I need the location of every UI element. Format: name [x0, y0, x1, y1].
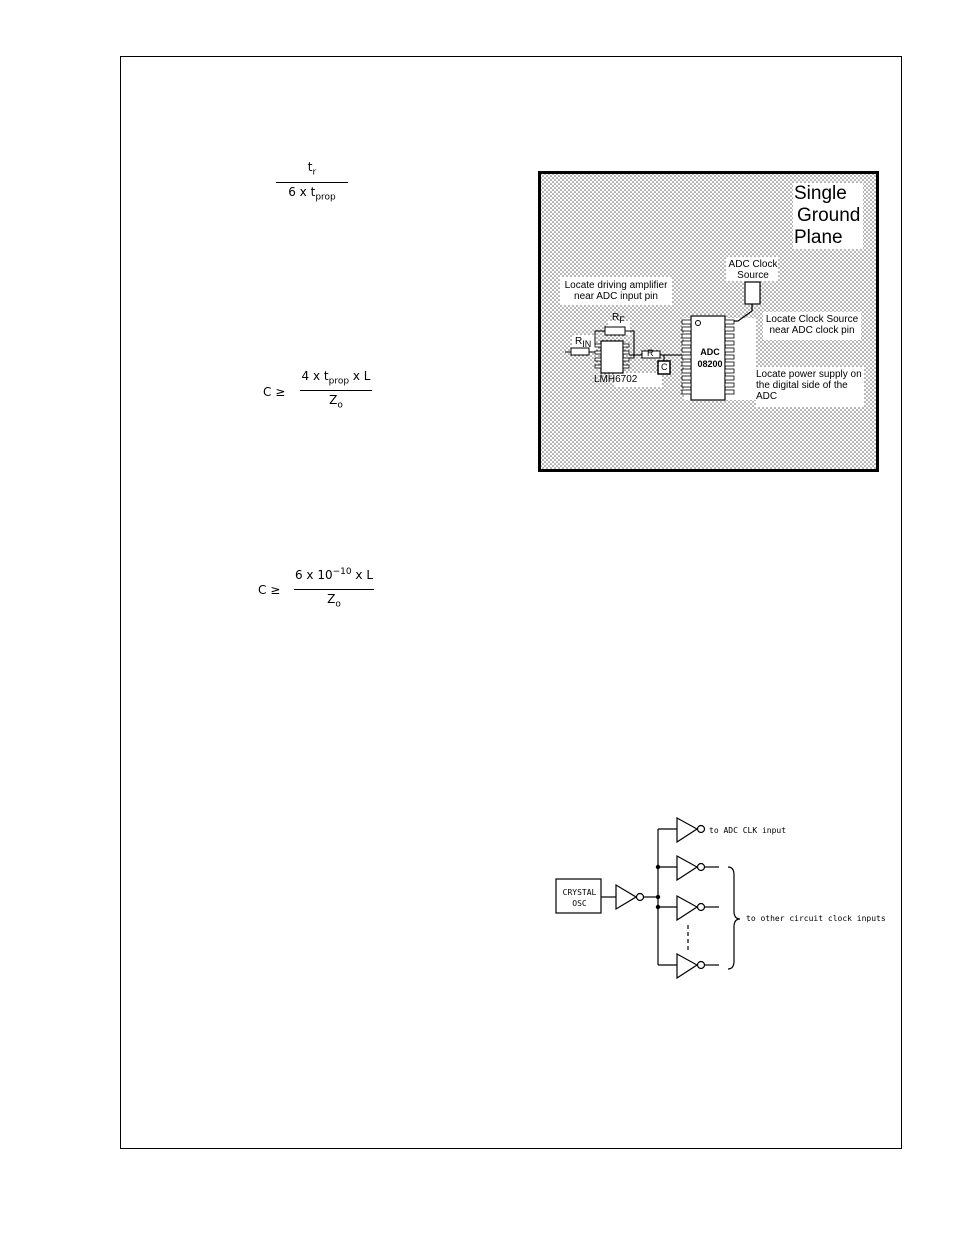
title-line: Ground [797, 205, 861, 226]
eq1-r: r [312, 167, 317, 178]
brace [727, 866, 741, 970]
adc-pins-left [681, 319, 692, 395]
buffer-gate [615, 883, 638, 911]
adc-clk-label: to ADC CLK input [709, 826, 787, 835]
eq2-num-post: x L [349, 369, 371, 383]
crystal-osc-label: CRYSTAL OSC [562, 888, 597, 908]
adc-pins-right [724, 319, 735, 395]
fraction-bar [276, 182, 348, 183]
eq3-den-sub: o [335, 599, 341, 610]
equation-propagation-ratio: tr 6 x tprop [276, 158, 348, 208]
eq3-num-sup: −10 [332, 567, 352, 577]
crystal-osc-block [555, 878, 602, 914]
clock-note: Locate Clock Source near ADC clock pin [765, 314, 859, 336]
eq2-num-sub: prop [328, 376, 350, 387]
clock-distribution-figure [555, 816, 741, 980]
amplifier-part-label: LMH6702 [594, 374, 638, 385]
buffer-gate [676, 952, 699, 980]
amplifier-note: Locate driving amplifier near ADC input … [564, 280, 668, 302]
clock-source-block [744, 281, 761, 305]
eq2-num-pre: 4 x t [301, 369, 329, 383]
fraction-bar [294, 589, 374, 590]
amplifier-pins [594, 343, 630, 369]
title-line: Single [794, 183, 847, 204]
eq3-den: Z [327, 592, 336, 606]
other-clock-inputs-label: to other circuit clock inputs [746, 914, 886, 923]
equation-capacitance-numeric: 6 x 10−10 x L Zo [294, 565, 374, 615]
rin-label: RIN [575, 336, 592, 349]
title-line: Plane [794, 227, 843, 248]
eq2-den-sub: o [337, 400, 343, 411]
eq1-prop: prop [315, 192, 336, 203]
adc-chip [690, 315, 726, 401]
figure-title: Single Ground Plane [794, 183, 860, 249]
adc-label: ADC 08200 [697, 347, 723, 369]
buffer-gate [676, 854, 699, 882]
r-label: R [647, 348, 654, 358]
ground-plane-layout-figure [538, 171, 879, 472]
rf-label: RF [612, 312, 625, 325]
eq1-t: t [307, 160, 313, 174]
rf-resistor [604, 326, 626, 336]
page-frame [120, 56, 902, 1149]
c-label: C [661, 362, 668, 372]
eq1-den: 6 x t [288, 185, 316, 199]
equation-capacitance-general: 4 x tprop x L Zo [300, 369, 372, 419]
fraction-bar [300, 390, 372, 391]
buffer-gate [676, 816, 699, 844]
rin-resistor [570, 347, 590, 356]
eq2-lhs: C ≥ [263, 385, 286, 399]
amplifier-chip [600, 340, 624, 374]
eq3-lhs: C ≥ [258, 583, 281, 597]
eq3-num-pre: 6 x 10 [294, 568, 333, 582]
power-note: Locate power supply on the digital side … [756, 369, 862, 402]
clock-source-label: ADC Clock Source [728, 259, 778, 281]
eq2-den: Z [329, 393, 338, 407]
buffer-gate [676, 894, 699, 922]
eq3-num-post: x L [351, 568, 374, 582]
